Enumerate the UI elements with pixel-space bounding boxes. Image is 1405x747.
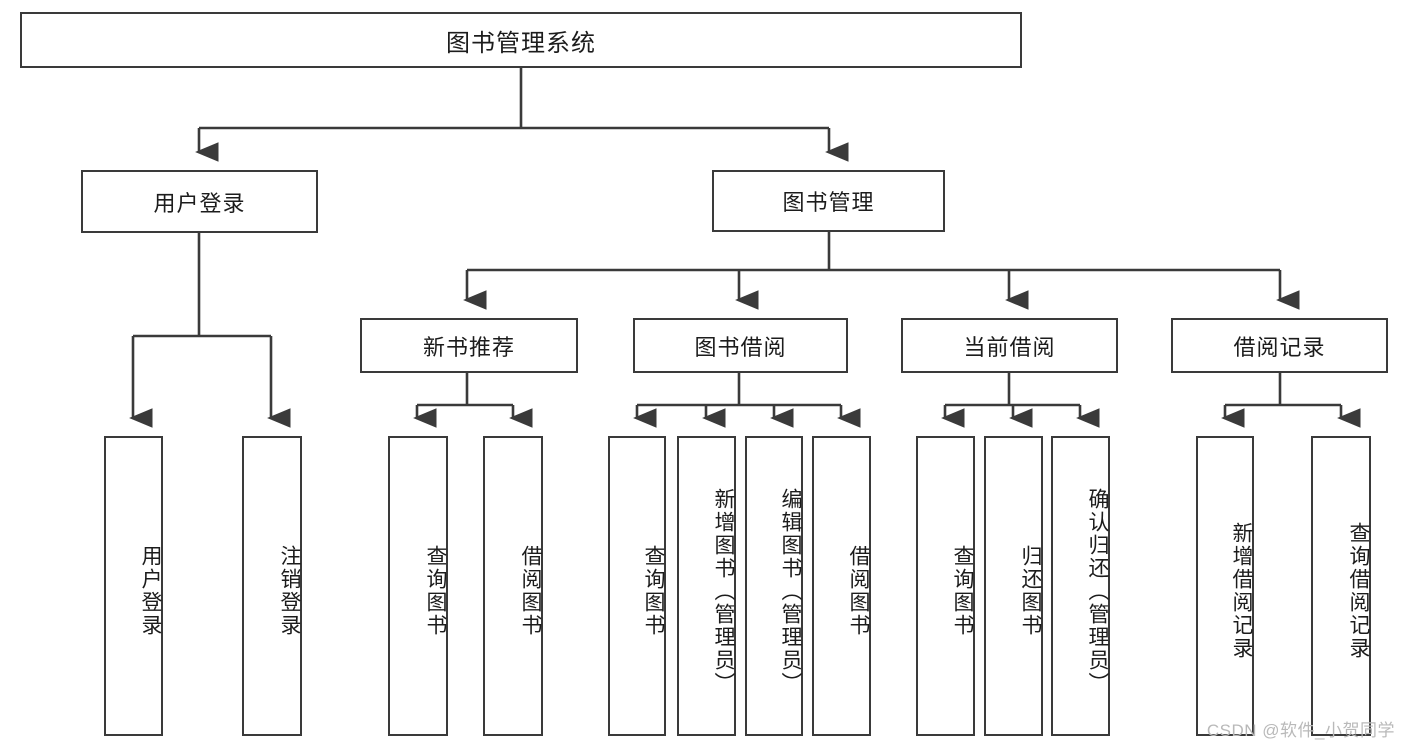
node-book-management[interactable]: 图书管理: [712, 170, 945, 232]
node-label: 图书管理系统: [446, 29, 596, 57]
watermark: CSDN @软件_小贺同学: [1206, 721, 1395, 740]
node-label: 编辑图书（管理员）: [779, 487, 802, 695]
leaf-book-borrow-query-book[interactable]: 查询图书: [608, 436, 666, 736]
node-book-borrow[interactable]: 图书借阅: [633, 318, 848, 373]
node-label: 借阅记录: [1233, 334, 1326, 360]
node-label: 查询借阅记录: [1347, 522, 1370, 660]
node-label: 当前借阅: [963, 334, 1056, 360]
node-borrow-record[interactable]: 借阅记录: [1171, 318, 1388, 373]
leaf-current-borrow-query-book[interactable]: 查询图书: [916, 436, 975, 736]
node-label: 确认归还（管理员）: [1086, 487, 1109, 695]
leaf-user-login-login[interactable]: 用户登录: [104, 436, 163, 736]
node-label: 注销登录: [278, 545, 301, 637]
leaf-new-book-query-book[interactable]: 查询图书: [388, 436, 448, 736]
node-root-book-management-system[interactable]: 图书管理系统: [20, 12, 1022, 68]
node-new-book-recommend[interactable]: 新书推荐: [360, 318, 578, 373]
leaf-user-login-logout[interactable]: 注销登录: [242, 436, 302, 736]
node-label: 查询图书: [951, 545, 974, 637]
node-label: 查询图书: [424, 545, 447, 637]
node-label: 归还图书: [1019, 545, 1042, 637]
node-label: 用户登录: [139, 545, 162, 637]
node-label: 查询图书: [642, 545, 665, 637]
leaf-borrow-record-query-record[interactable]: 查询借阅记录: [1311, 436, 1371, 736]
leaf-book-borrow-add-book-admin[interactable]: 新增图书（管理员）: [677, 436, 736, 736]
leaf-book-borrow-borrow-book[interactable]: 借阅图书: [812, 436, 871, 736]
node-label: 借阅图书: [847, 545, 870, 637]
node-label: 新书推荐: [422, 334, 515, 360]
node-current-borrow[interactable]: 当前借阅: [901, 318, 1118, 373]
node-user-login[interactable]: 用户登录: [81, 170, 318, 233]
leaf-new-book-borrow-book[interactable]: 借阅图书: [483, 436, 543, 736]
leaf-book-borrow-edit-book-admin[interactable]: 编辑图书（管理员）: [745, 436, 803, 736]
node-label: 借阅图书: [519, 545, 542, 637]
node-label: 新增借阅记录: [1230, 522, 1253, 660]
leaf-current-borrow-return-book[interactable]: 归还图书: [984, 436, 1043, 736]
leaf-current-borrow-confirm-return-admin[interactable]: 确认归还（管理员）: [1051, 436, 1110, 736]
node-label: 用户登录: [153, 190, 246, 216]
node-label: 图书管理: [782, 190, 875, 215]
node-label: 新增图书（管理员）: [712, 487, 735, 695]
node-label: 图书借阅: [694, 334, 787, 360]
leaf-borrow-record-add-record[interactable]: 新增借阅记录: [1196, 436, 1254, 736]
